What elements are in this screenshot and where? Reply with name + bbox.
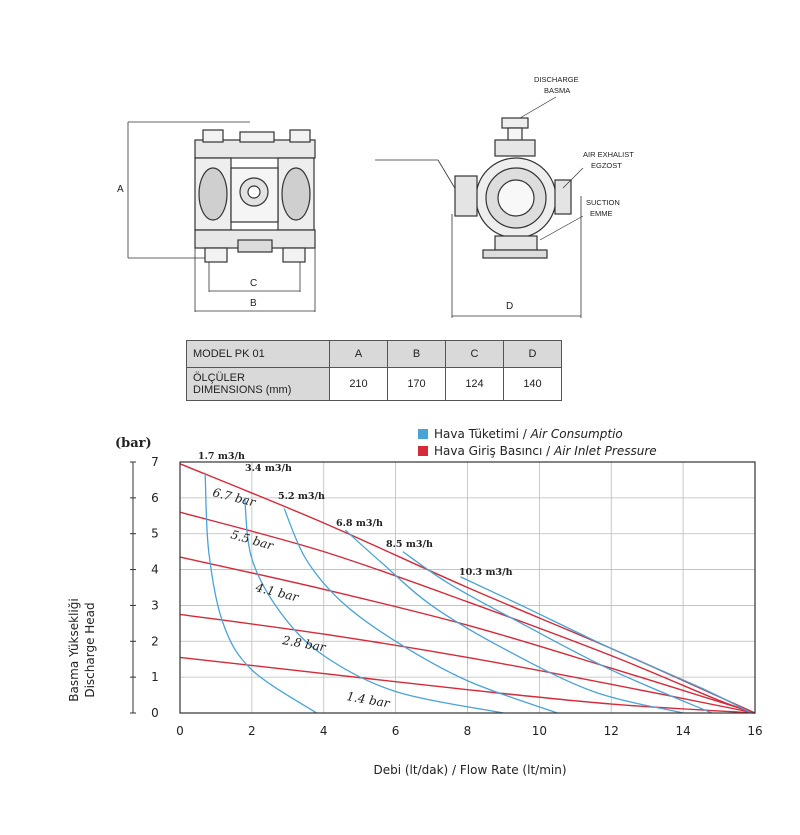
x-tick-label: 16 — [747, 724, 762, 738]
pressure-curve — [179, 656, 756, 714]
callout-suction-line2: EMME — [590, 209, 613, 218]
x-tick-label: 14 — [675, 724, 690, 738]
pressure-curve-label: 1.4 bar — [345, 689, 391, 711]
pressure-curve-label: 4.1 bar — [253, 580, 301, 605]
consumption-curve-label: 8.5 m3/h — [386, 539, 433, 550]
consumption-curve-label: 5.2 m3/h — [278, 491, 325, 502]
consumption-curve — [204, 472, 317, 714]
x-tick-label: 2 — [248, 724, 256, 738]
header-c-cell: C — [445, 340, 504, 368]
consumption-curve-label: 1.7 m3/h — [198, 451, 245, 462]
consumption-curve — [460, 576, 752, 714]
y-tick-label: 1 — [151, 670, 159, 684]
consumption-curve — [283, 508, 558, 714]
legend: Hava Tüketimi / Air Consumptio Hava Giri… — [418, 427, 657, 458]
pressure-curve-label: 2.8 bar — [280, 633, 327, 655]
y-tick-label: 7 — [151, 455, 159, 469]
legend-label-pressure-en: Air Inlet Pressure — [553, 444, 657, 458]
dim-c-label: C — [250, 278, 257, 289]
legend-label-consumption: Hava Tüketimi / Air Consumptio — [434, 427, 623, 441]
y-axis-title-line2: Discharge Head — [83, 602, 97, 697]
y-axis-title-line1: Basma Yüksekliği — [67, 598, 81, 701]
table-header-row: MODEL PK 01 A B C D — [186, 340, 562, 368]
consumption-curve — [402, 551, 713, 714]
dimensions-label-line2: DIMENSIONS (mm) — [193, 384, 292, 396]
y-tick-label: 5 — [151, 527, 159, 541]
x-tick-label: 8 — [464, 724, 472, 738]
dim-a-label: A — [117, 184, 124, 195]
pressure-curves — [179, 463, 756, 714]
consumption-curves — [204, 472, 752, 714]
pressure-curve-label: 6.7 bar — [211, 485, 258, 509]
callout-discharge-line1: DISCHARGE — [534, 75, 579, 84]
header-d-cell: D — [503, 340, 562, 368]
x-axis-title: Debi (lt/dak) / Flow Rate (lt/min) — [373, 763, 566, 777]
x-tick-label: 6 — [392, 724, 400, 738]
callout-discharge-line2: BASMA — [544, 86, 570, 95]
dimensions-label-cell: ÖLÇÜLER DIMENSIONS (mm) — [186, 367, 330, 401]
dim-d-label: D — [506, 301, 513, 312]
legend-label-consumption-en: Air Consumptio — [530, 427, 623, 441]
x-tick-label: 10 — [532, 724, 547, 738]
legend-label-consumption-tr: Hava Tüketimi / — [434, 427, 531, 441]
consumption-curve-label: 3.4 m3/h — [245, 463, 292, 474]
legend-swatch-consumption — [418, 429, 428, 439]
consumption-curve-label: 10.3 m3/h — [459, 567, 513, 578]
x-tick-label: 0 — [176, 724, 184, 738]
legend-swatch-pressure — [418, 446, 428, 456]
dim-b-label: B — [250, 298, 257, 309]
consumption-curve-label: 6.8 m3/h — [336, 518, 383, 529]
pump-drawings: A C B D DISCHARGE BASMA AIR EXHALIST EGZ… — [117, 75, 634, 318]
y-tick-label: 6 — [151, 491, 159, 505]
value-c-cell: 124 — [445, 367, 504, 401]
y-tick-label: 0 — [151, 706, 159, 720]
side-view-drawing — [375, 96, 584, 318]
value-d-cell: 140 — [503, 367, 562, 401]
value-b-cell: 170 — [387, 367, 446, 401]
y-tick-label: 2 — [151, 634, 159, 648]
pressure-curve — [179, 613, 756, 714]
x-tick-label: 4 — [320, 724, 328, 738]
model-label-cell: MODEL PK 01 — [186, 340, 330, 368]
value-a-cell: 210 — [329, 367, 388, 401]
dimensions-label-line1: ÖLÇÜLER — [193, 372, 245, 384]
y-tick-label: 4 — [151, 563, 159, 577]
table-value-row: ÖLÇÜLER DIMENSIONS (mm) 210 170 124 140 — [186, 367, 562, 401]
legend-label-pressure: Hava Giriş Basıncı / Air Inlet Pressure — [434, 444, 657, 458]
legend-label-pressure-tr: Hava Giriş Basıncı / — [434, 444, 554, 458]
callout-exhaust-line2: EGZOST — [591, 161, 622, 170]
pressure-curve — [179, 556, 756, 714]
front-view-drawing — [127, 121, 316, 312]
x-tick-label: 12 — [604, 724, 619, 738]
pressure-curve — [179, 511, 756, 714]
consumption-curve — [344, 529, 684, 714]
y-unit-label: (bar) — [115, 436, 152, 451]
callout-exhaust-line1: AIR EXHALIST — [583, 150, 634, 159]
header-b-cell: B — [387, 340, 446, 368]
consumption-curve — [244, 497, 504, 714]
y-tick-label: 3 — [151, 598, 159, 612]
plot-frame — [179, 461, 756, 714]
callout-suction-line1: SUCTION — [586, 198, 620, 207]
header-a-cell: A — [329, 340, 388, 368]
dimensions-table: MODEL PK 01 A B C D ÖLÇÜLER DIMENSIONS (… — [186, 340, 562, 401]
